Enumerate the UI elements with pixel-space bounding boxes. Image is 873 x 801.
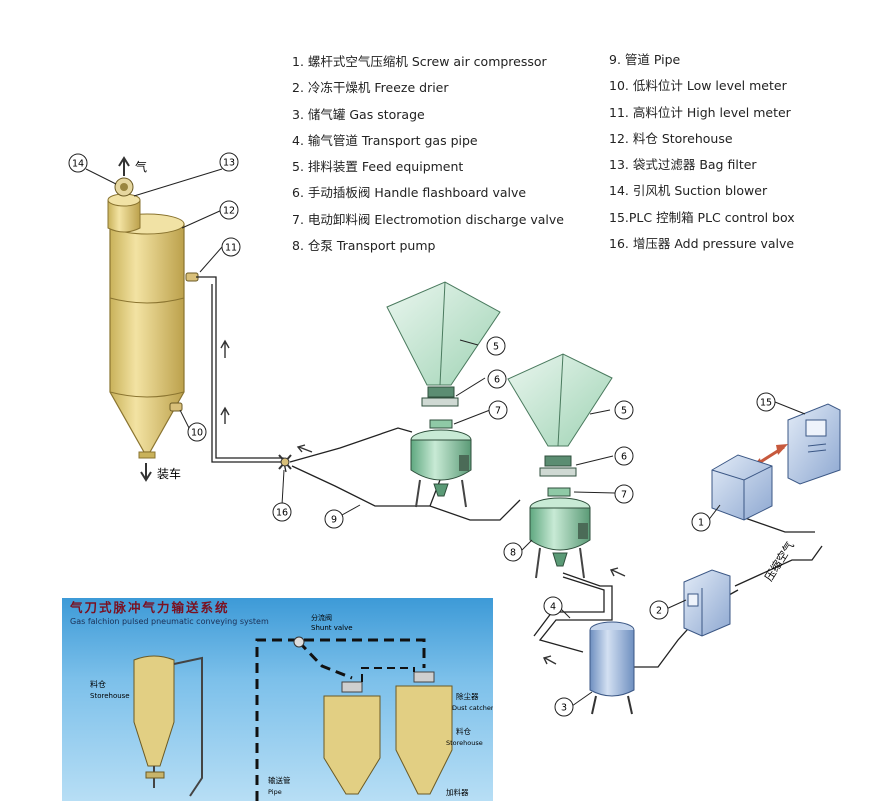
inset-dust-cn: 除尘器 (456, 691, 479, 701)
inset-storehouse-cn: 料仓 (90, 679, 106, 689)
legend-right: 9. 管道 Pipe 10. 低料位计 Low level meter 11. … (609, 47, 795, 257)
legend-item-12: 12. 料仓 Storehouse (609, 130, 733, 146)
callout-7a: 7 (495, 406, 501, 417)
loading-arrow-icon (140, 463, 152, 482)
callout-5b: 5 (621, 406, 627, 417)
callout-6a: 6 (494, 375, 500, 386)
callout-4: 4 (550, 602, 556, 613)
inset-shunt-en: Shunt valve (311, 624, 353, 632)
callout-5a: 5 (493, 342, 499, 353)
exhaust-arrow-icon (118, 156, 130, 176)
legend-item-3: 3. 储气罐 Gas storage (292, 106, 425, 122)
inset-pipe-cn: 输送管 (268, 775, 291, 785)
inset-storehouse2-en: Storehouse (446, 739, 483, 747)
legend-item-9: 9. 管道 Pipe (609, 52, 681, 67)
inset-panel: 气刀式脉冲气力输送系统 Gas falchion pulsed pneumati… (62, 598, 493, 801)
add-pressure-valve (278, 454, 292, 470)
inset-shunt-cn: 分流阀 (311, 613, 332, 622)
callout-13: 13 (223, 158, 235, 169)
inset-title-cn: 气刀式脉冲气力输送系统 (69, 600, 230, 615)
inset-storehouse-en: Storehouse (90, 692, 130, 700)
callout-9: 9 (331, 515, 337, 526)
legend-item-13: 13. 袋式过滤器 Bag filter (609, 157, 757, 173)
callout-12: 12 (223, 206, 235, 217)
legend-item-15: 15.PLC 控制箱 PLC control box (609, 209, 795, 225)
exhaust-label: 气 (135, 159, 147, 174)
legend-item-14: 14. 引风机 Suction blower (609, 183, 768, 199)
legend-item-1: 1. 螺杆式空气压缩机 Screw air compressor (292, 54, 547, 69)
loading-label: 装车 (157, 466, 181, 481)
inset-silo-b (323, 681, 381, 795)
transport-pump-1 (410, 429, 472, 508)
legend-item-6: 6. 手动插板阀 Handle flashboard valve (292, 185, 527, 201)
callout-15: 15 (760, 398, 772, 409)
inset-silo (133, 655, 175, 788)
inset-dust-en: Dust catcher (452, 704, 493, 712)
legend-item-5: 5. 排料装置 Feed equipment (292, 159, 464, 175)
inset-feeder-cn: 加料器 (446, 787, 469, 797)
inset-storehouse2-cn: 料仓 (456, 726, 471, 736)
inset-pipe-en: Pipe (268, 788, 282, 796)
transport-pump-2 (529, 497, 591, 579)
callout-10: 10 (191, 428, 203, 439)
legend-item-16: 16. 增压器 Add pressure valve (609, 236, 795, 252)
callout-11: 11 (225, 243, 237, 254)
legend-left: 1. 螺杆式空气压缩机 Screw air compressor 2. 冷冻干燥… (292, 49, 564, 259)
callout-8: 8 (510, 548, 516, 559)
compressed-air-label: 压缩空气 (762, 539, 797, 584)
gas-storage-tank (589, 621, 635, 715)
storehouse-silo (107, 177, 185, 459)
callout-7b: 7 (621, 490, 627, 501)
inset-diagram: 气刀式脉冲气力输送系统 Gas falchion pulsed pneumati… (69, 600, 493, 801)
callout-1: 1 (698, 518, 704, 529)
callout-2: 2 (656, 606, 662, 617)
legend-item-2: 2. 冷冻干燥机 Freeze drier (292, 80, 449, 96)
flow-arrows (220, 339, 626, 665)
feed-hopper-2 (507, 353, 613, 497)
callout-circles: 14 13 12 11 10 16 9 5 6 7 5 6 7 8 15 1 2… (68, 152, 776, 717)
legend-item-11: 11. 高料位计 High level meter (609, 104, 791, 120)
feed-hopper-1 (386, 281, 501, 429)
inset-title-en: Gas falchion pulsed pneumatic conveying … (70, 617, 269, 626)
callout-14: 14 (72, 159, 84, 170)
legend-item-10: 10. 低料位计 Low level meter (609, 78, 787, 94)
plc-control-box (787, 403, 841, 485)
callout-6b: 6 (621, 452, 627, 463)
legend-item-4: 4. 输气管道 Transport gas pipe (292, 132, 478, 148)
freeze-drier (683, 569, 731, 637)
inset-silo-c (395, 671, 453, 795)
legend-item-8: 8. 仓泵 Transport pump (292, 238, 436, 254)
legend-item-7: 7. 电动卸料阀 Electromotion discharge valve (292, 211, 564, 227)
callout-16: 16 (276, 508, 288, 519)
screw-air-compressor (711, 454, 773, 521)
low-level-meter (169, 402, 183, 412)
callout-3: 3 (561, 703, 567, 714)
